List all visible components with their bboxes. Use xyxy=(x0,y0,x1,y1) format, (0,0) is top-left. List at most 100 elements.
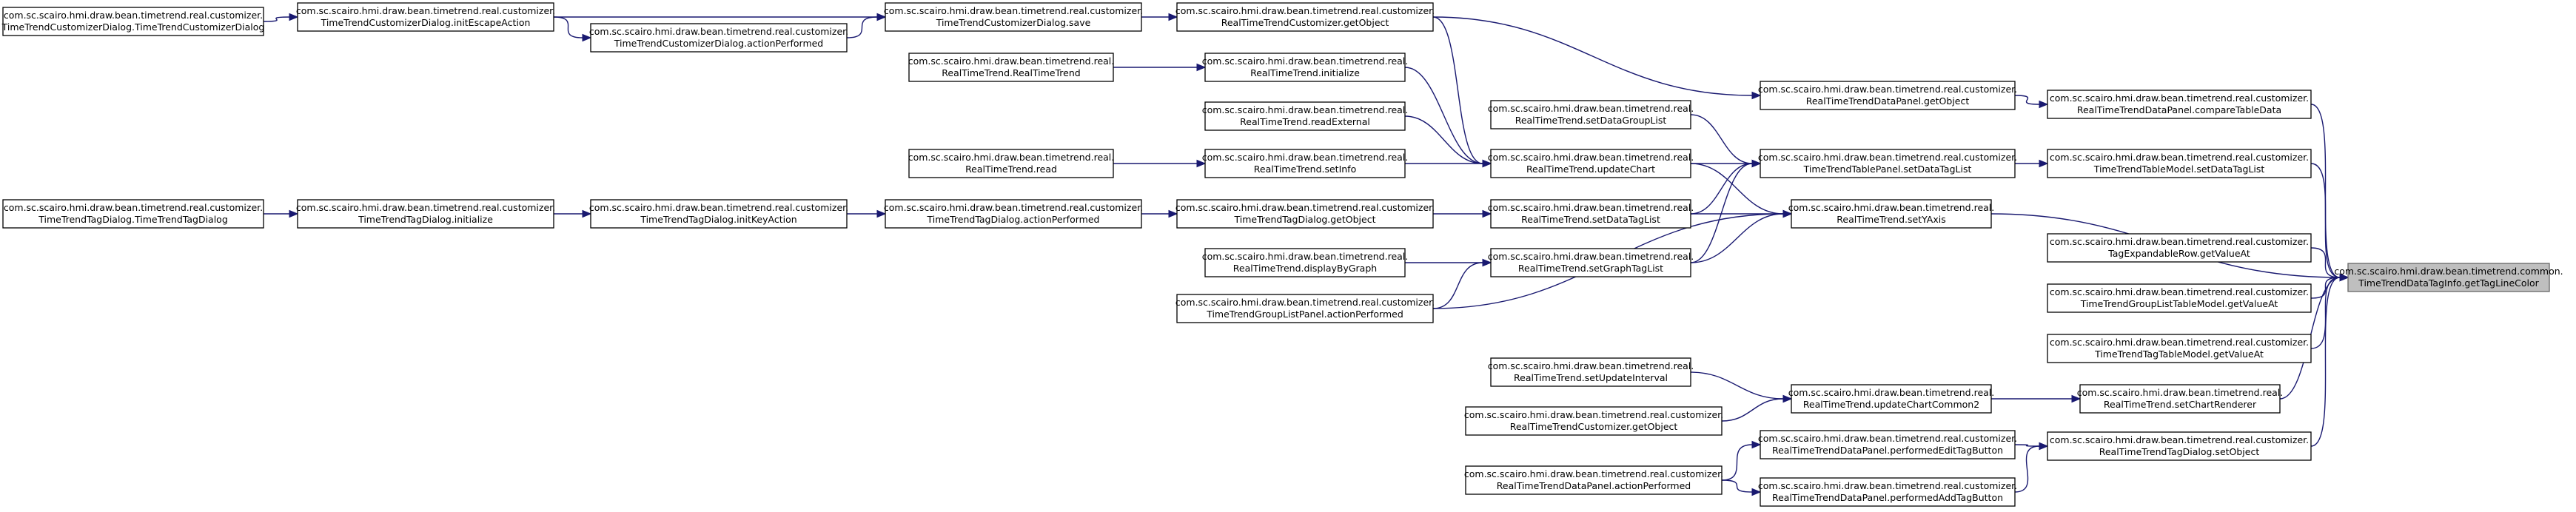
node-customizerdialog-initescapeaction[interactable]: com.sc.scairo.hmi.draw.bean.timetrend.re… xyxy=(296,2,555,32)
node-rtt-setdatataglist[interactable]: com.sc.scairo.hmi.draw.bean.timetrend.re… xyxy=(1488,199,1694,229)
node-label-line-1: com.sc.scairo.hmi.draw.bean.timetrend.co… xyxy=(2334,266,2563,277)
node-label-line-1: com.sc.scairo.hmi.draw.bean.timetrend.re… xyxy=(1788,387,1995,398)
node-label-line-1: com.sc.scairo.hmi.draw.bean.timetrend.re… xyxy=(1464,409,1723,420)
node-label-line-2: RealTimeTrendCustomizer.getObject xyxy=(1510,421,1678,432)
node-label-line-2: TimeTrendTagDialog.actionPerformed xyxy=(927,214,1100,225)
node-box xyxy=(1760,149,2016,178)
arrowhead-icon xyxy=(1196,63,1207,72)
node-box xyxy=(2047,431,2312,461)
node-setyaxis[interactable]: com.sc.scairo.hmi.draw.bean.timetrend.re… xyxy=(1788,199,1995,229)
call-edge xyxy=(2014,445,2040,493)
arrowhead-icon xyxy=(876,13,887,21)
call-edge xyxy=(1404,67,1483,164)
call-edge xyxy=(1690,163,1784,215)
node-setchartrenderer[interactable]: com.sc.scairo.hmi.draw.bean.timetrend.re… xyxy=(2077,384,2284,414)
node-box xyxy=(590,199,848,229)
call-edge xyxy=(1721,444,1753,481)
node-comparetabledata[interactable]: com.sc.scairo.hmi.draw.bean.timetrend.re… xyxy=(2047,90,2312,119)
call-edge xyxy=(1721,398,1784,422)
node-label-line-2: RealTimeTrendDataPanel.performedEditTagB… xyxy=(1772,445,2003,456)
node-label-line-1: com.sc.scairo.hmi.draw.bean.timetrend.re… xyxy=(2077,387,2284,398)
arrowhead-icon xyxy=(582,209,592,218)
node-customizer-getobject-bottom[interactable]: com.sc.scairo.hmi.draw.bean.timetrend.re… xyxy=(1464,406,1723,436)
node-performedaddtagbutton[interactable]: com.sc.scairo.hmi.draw.bean.timetrend.re… xyxy=(1758,477,2017,507)
node-box xyxy=(1791,384,1992,414)
node-initialize[interactable]: com.sc.scairo.hmi.draw.bean.timetrend.re… xyxy=(1202,53,1409,82)
node-box xyxy=(590,23,848,53)
node-label-line-2: RealTimeTrend.updateChartCommon2 xyxy=(1803,399,1979,410)
node-box xyxy=(1490,357,1691,387)
node-label-line-2: TimeTrendTagTableModel.getValueAt xyxy=(2094,348,2264,360)
node-box xyxy=(297,2,554,32)
node-label-line-2: RealTimeTrend.setDataTagList xyxy=(1521,214,1660,225)
node-label-line-1: com.sc.scairo.hmi.draw.bean.timetrend.re… xyxy=(1488,202,1694,213)
node-expandablerow-getvalueat[interactable]: com.sc.scairo.hmi.draw.bean.timetrend.re… xyxy=(2047,233,2312,263)
node-tagdialog-getobject[interactable]: com.sc.scairo.hmi.draw.bean.timetrend.re… xyxy=(1175,199,1435,229)
node-box xyxy=(1490,199,1691,229)
node-setdatagrouplist[interactable]: com.sc.scairo.hmi.draw.bean.timetrend.re… xyxy=(1488,100,1694,129)
node-box xyxy=(2047,283,2312,313)
node-tagdialog-constructor[interactable]: com.sc.scairo.hmi.draw.bean.timetrend.re… xyxy=(2,199,264,229)
node-setupdateinterval[interactable]: com.sc.scairo.hmi.draw.bean.timetrend.re… xyxy=(1488,357,1694,387)
node-rtt-read[interactable]: com.sc.scairo.hmi.draw.bean.timetrend.re… xyxy=(908,149,1115,178)
node-label-line-1: com.sc.scairo.hmi.draw.bean.timetrend.re… xyxy=(2050,236,2309,247)
node-label-line-2: RealTimeTrend.setGraphTagList xyxy=(1518,263,1663,274)
node-label-line-2: RealTimeTrendCustomizer.getObject xyxy=(1221,17,1389,28)
node-box xyxy=(908,149,1114,178)
node-label-line-2: TimeTrendTagDialog.TimeTrendTagDialog xyxy=(38,214,228,225)
node-label-line-2: RealTimeTrend.readExternal xyxy=(1240,116,1370,127)
node-label-line-2: TimeTrendTablePanel.setDataTagList xyxy=(1803,164,1972,175)
node-label-line-1: com.sc.scairo.hmi.draw.bean.timetrend.re… xyxy=(589,26,848,37)
node-label-line-1: com.sc.scairo.hmi.draw.bean.timetrend.re… xyxy=(1175,297,1435,308)
node-grouplistpanel-actionperformed[interactable]: com.sc.scairo.hmi.draw.bean.timetrend.re… xyxy=(1175,294,1435,323)
node-readexternal[interactable]: com.sc.scairo.hmi.draw.bean.timetrend.re… xyxy=(1202,101,1409,131)
node-tagdialog-setobject[interactable]: com.sc.scairo.hmi.draw.bean.timetrend.re… xyxy=(2047,431,2312,461)
node-label-line-1: com.sc.scairo.hmi.draw.bean.timetrend.re… xyxy=(4,202,263,213)
node-box xyxy=(1176,199,1434,229)
node-customizer-getobject-top[interactable]: com.sc.scairo.hmi.draw.bean.timetrend.re… xyxy=(1175,2,1435,32)
node-label-line-2: TimeTrendTagDialog.getObject xyxy=(1234,214,1376,225)
node-tagdialog-actionperformed[interactable]: com.sc.scairo.hmi.draw.bean.timetrend.re… xyxy=(884,199,1143,229)
node-customizerdialog-actionperformed[interactable]: com.sc.scairo.hmi.draw.bean.timetrend.re… xyxy=(589,23,848,53)
arrowhead-icon xyxy=(2071,394,2082,403)
arrowhead-icon xyxy=(2039,100,2049,109)
node-box xyxy=(2079,384,2281,414)
node-tablemodel-setdatataglist[interactable]: com.sc.scairo.hmi.draw.bean.timetrend.re… xyxy=(2047,149,2312,178)
node-label-line-1: com.sc.scairo.hmi.draw.bean.timetrend.re… xyxy=(2050,434,2309,445)
node-box xyxy=(2,7,264,36)
node-label-line-1: com.sc.scairo.hmi.draw.bean.timetrend.re… xyxy=(884,5,1143,16)
node-setgraphtaglist[interactable]: com.sc.scairo.hmi.draw.bean.timetrend.re… xyxy=(1488,248,1694,277)
node-datapanel-actionperformed[interactable]: com.sc.scairo.hmi.draw.bean.timetrend.re… xyxy=(1464,465,1723,495)
node-datapanel-getobject[interactable]: com.sc.scairo.hmi.draw.bean.timetrend.re… xyxy=(1758,81,2017,110)
node-tagtablemodel-getvalueat[interactable]: com.sc.scairo.hmi.draw.bean.timetrend.re… xyxy=(2047,334,2312,363)
node-customizerdialog-constructor[interactable]: com.sc.scairo.hmi.draw.bean.timetrend.re… xyxy=(1,7,265,36)
node-label-line-1: com.sc.scairo.hmi.draw.bean.timetrend.re… xyxy=(1175,5,1435,16)
node-performededittagbutton[interactable]: com.sc.scairo.hmi.draw.bean.timetrend.re… xyxy=(1758,430,2017,459)
node-tagdialog-initialize[interactable]: com.sc.scairo.hmi.draw.bean.timetrend.re… xyxy=(296,199,555,229)
node-customizerdialog-save[interactable]: com.sc.scairo.hmi.draw.bean.timetrend.re… xyxy=(884,2,1143,32)
node-rtt-constructor[interactable]: com.sc.scairo.hmi.draw.bean.timetrend.re… xyxy=(908,53,1115,82)
node-label-line-2: TimeTrendGroupListPanel.actionPerformed xyxy=(1206,309,1403,320)
node-label-line-2: RealTimeTrendDataPanel.compareTableData xyxy=(2077,104,2281,115)
node-label-line-1: com.sc.scairo.hmi.draw.bean.timetrend.re… xyxy=(1788,202,1995,213)
node-label-line-2: RealTimeTrend.setDataGroupList xyxy=(1515,115,1667,126)
node-box xyxy=(2047,149,2312,178)
node-box xyxy=(1760,477,2016,507)
node-displaybygraph[interactable]: com.sc.scairo.hmi.draw.bean.timetrend.re… xyxy=(1202,248,1409,277)
node-label-line-1: com.sc.scairo.hmi.draw.bean.timetrend.re… xyxy=(2050,286,2309,297)
call-edge xyxy=(2310,277,2341,299)
node-tablepanel-setdatataglist[interactable]: com.sc.scairo.hmi.draw.bean.timetrend.re… xyxy=(1758,149,2017,178)
arrowhead-icon xyxy=(1482,258,1492,267)
node-updatechart[interactable]: com.sc.scairo.hmi.draw.bean.timetrend.re… xyxy=(1488,149,1694,178)
node-grouplisttablemodel-getvalueat[interactable]: com.sc.scairo.hmi.draw.bean.timetrend.re… xyxy=(2047,283,2312,313)
arrowhead-icon xyxy=(582,33,592,42)
node-label-line-2: RealTimeTrend.setChartRenderer xyxy=(2104,399,2257,410)
node-label-line-1: com.sc.scairo.hmi.draw.bean.timetrend.re… xyxy=(1488,251,1694,262)
call-edge xyxy=(1690,163,1753,263)
node-updatechartcommon2[interactable]: com.sc.scairo.hmi.draw.bean.timetrend.re… xyxy=(1788,384,1995,414)
node-setinfo[interactable]: com.sc.scairo.hmi.draw.bean.timetrend.re… xyxy=(1202,149,1409,178)
node-tagdialog-initkeyaction[interactable]: com.sc.scairo.hmi.draw.bean.timetrend.re… xyxy=(589,199,848,229)
node-gettaglinecolor[interactable]: com.sc.scairo.hmi.draw.bean.timetrend.co… xyxy=(2334,263,2563,292)
node-label-line-1: com.sc.scairo.hmi.draw.bean.timetrend.re… xyxy=(1202,251,1409,262)
node-label-line-2: TagExpandableRow.getValueAt xyxy=(2107,248,2250,259)
